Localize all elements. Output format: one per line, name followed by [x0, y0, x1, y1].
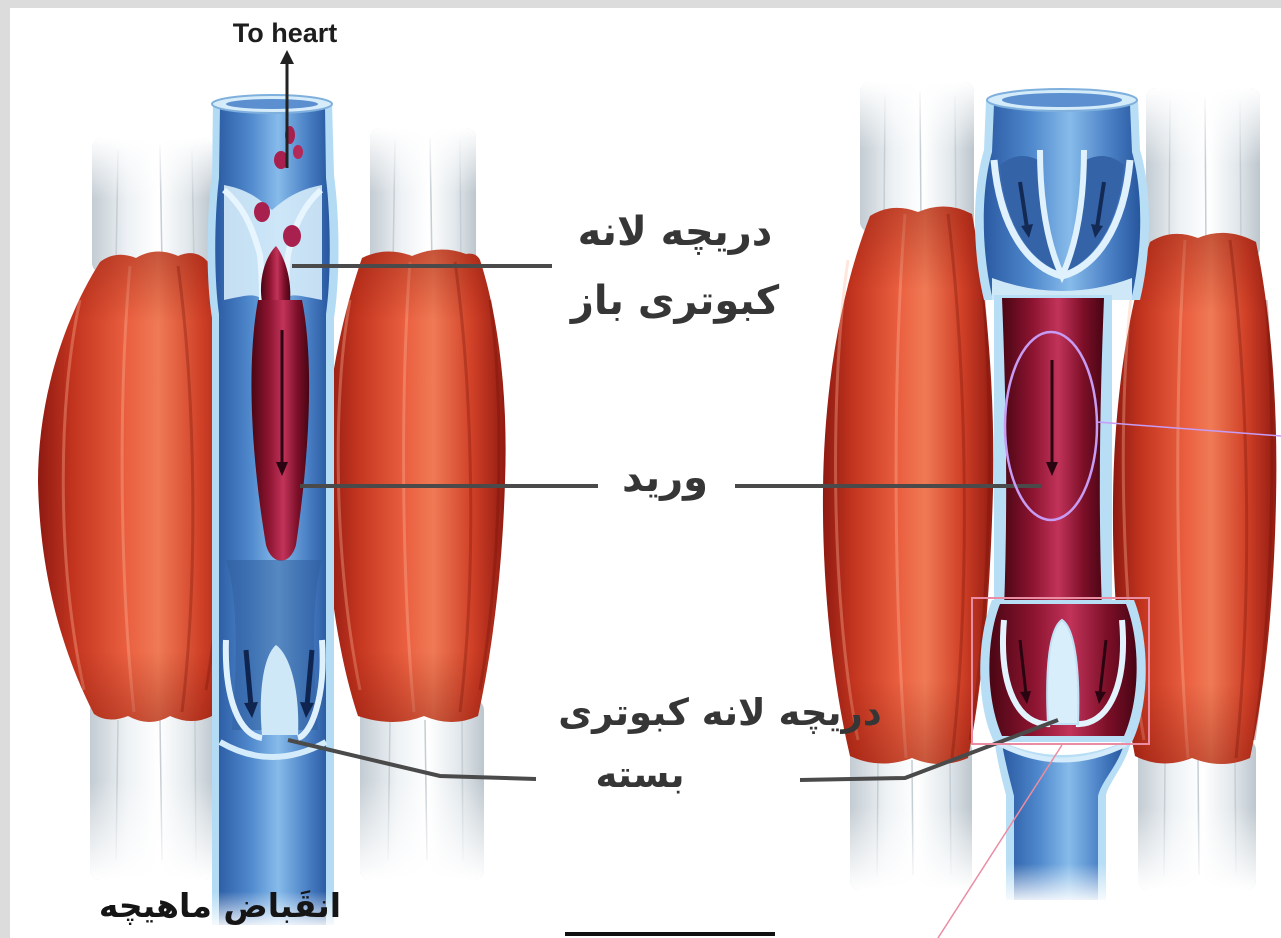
tendon-right-muscle-bottom [360, 700, 484, 880]
open-valve-bottom [980, 600, 1146, 742]
vein-left [205, 95, 340, 930]
closed-valve-left-panel [220, 560, 326, 757]
tendon-r2-top [1146, 88, 1260, 258]
right-panel [823, 82, 1276, 905]
closed-valve-top [975, 89, 1149, 300]
left-panel-contraction [38, 50, 506, 930]
tendon-right-muscle-top [370, 128, 476, 273]
tendon-left-muscle-bottom [90, 700, 215, 880]
